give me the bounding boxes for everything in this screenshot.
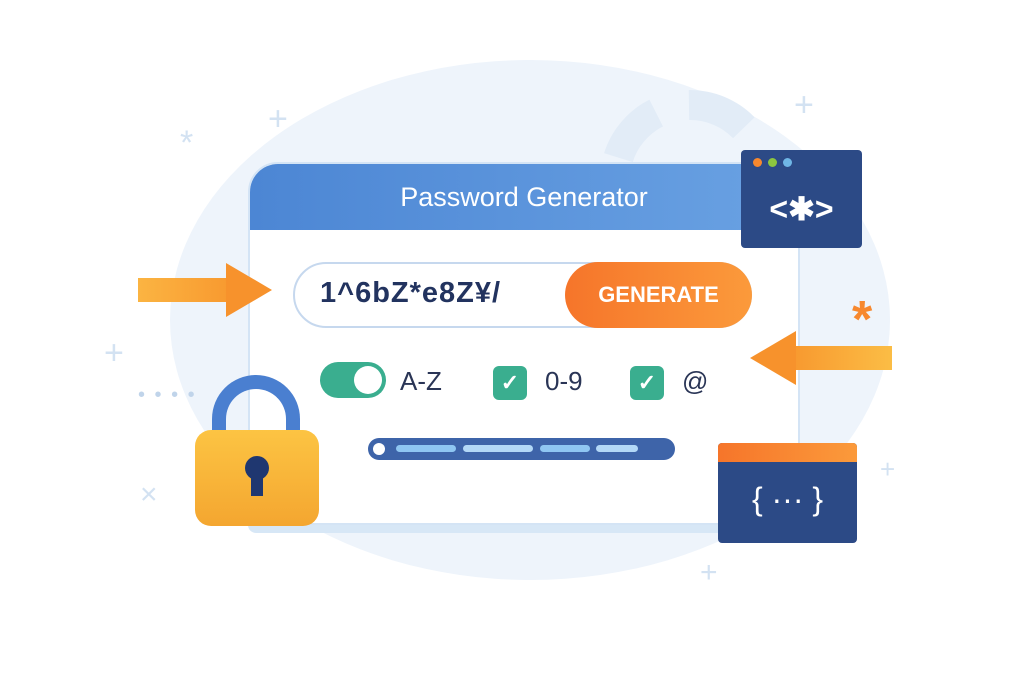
plus-icon: + <box>104 334 124 372</box>
lock-icon <box>195 430 319 526</box>
code-braces: { ··· } <box>751 481 824 517</box>
arrow-left-icon <box>796 346 892 370</box>
uppercase-label: A-Z <box>400 366 442 396</box>
generate-button[interactable]: GENERATE <box>565 262 752 328</box>
window-dot <box>753 158 762 167</box>
asterisk-icon: * <box>852 291 873 349</box>
plus-icon: + <box>268 100 288 138</box>
window-header <box>718 443 857 462</box>
strength-slider[interactable] <box>368 438 675 460</box>
arrow-right-icon <box>138 278 228 302</box>
strength-segment <box>596 445 638 452</box>
window-dot <box>783 158 792 167</box>
code-window-bottom: { ··· } <box>718 443 857 543</box>
code-window-top: <✱> <box>741 150 862 248</box>
window-dot <box>768 158 777 167</box>
password-generator-window: Password Generator <box>248 162 800 525</box>
code-symbol: <✱> <box>769 191 834 227</box>
symbols-label: @ <box>682 366 709 396</box>
check-icon: ✓ <box>637 370 657 395</box>
plus-icon: + <box>880 454 896 484</box>
plus-icon: + <box>700 556 718 589</box>
slider-handle[interactable] <box>373 443 385 455</box>
check-icon: ✓ <box>500 370 520 395</box>
arrow-left-head <box>750 331 796 385</box>
asterisk-deco-icon: * <box>180 124 194 162</box>
window-title: Password Generator <box>250 164 798 230</box>
dots-deco: • • • • <box>138 384 197 406</box>
uppercase-toggle[interactable] <box>320 362 386 398</box>
plus-icon: + <box>794 86 814 124</box>
keyhole-slot <box>251 470 263 496</box>
digits-label: 0-9 <box>545 366 583 396</box>
strength-segment <box>540 445 590 452</box>
toggle-knob <box>354 366 382 394</box>
digits-checkbox[interactable]: ✓ <box>493 366 527 400</box>
password-value: 1^6bZ*e8Z¥/ <box>320 277 502 309</box>
strength-segment <box>463 445 533 452</box>
close-deco-icon: × <box>140 478 158 511</box>
strength-segment <box>396 445 456 452</box>
symbols-checkbox[interactable]: ✓ <box>630 366 664 400</box>
arrow-right-head <box>226 263 272 317</box>
